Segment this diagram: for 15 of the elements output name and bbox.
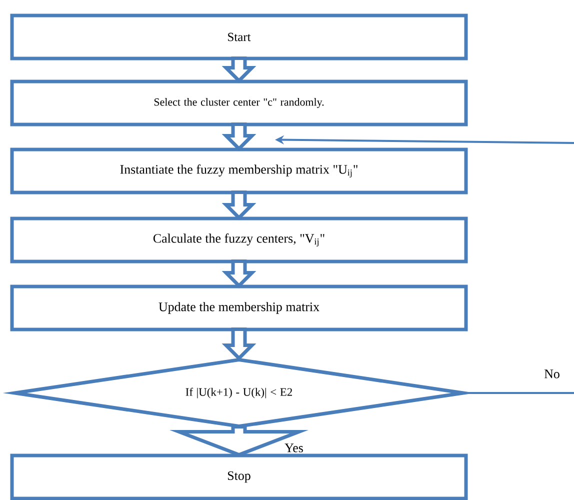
edge-label: Yes	[284, 442, 304, 454]
process-box: Stop	[10, 454, 468, 500]
connector-line	[466, 392, 574, 394]
block-arrow	[222, 260, 256, 288]
block-arrow	[222, 122, 256, 152]
process-box: Instantiate the fuzzy membership matrix "U$_{ij}$"	[10, 148, 468, 194]
process-box: Start	[10, 14, 468, 60]
edge-label: No	[543, 368, 561, 380]
block-arrow	[222, 328, 256, 361]
process-box: Calculate the fuzzy centers, "V$_{ij}$"	[10, 216, 468, 264]
process-box: Select the cluster center "c" randomly.	[10, 80, 468, 126]
block-arrow	[170, 425, 308, 457]
block-arrow	[222, 56, 256, 84]
process-box: Update the membership matrix	[10, 284, 468, 332]
block-arrow	[222, 190, 256, 220]
